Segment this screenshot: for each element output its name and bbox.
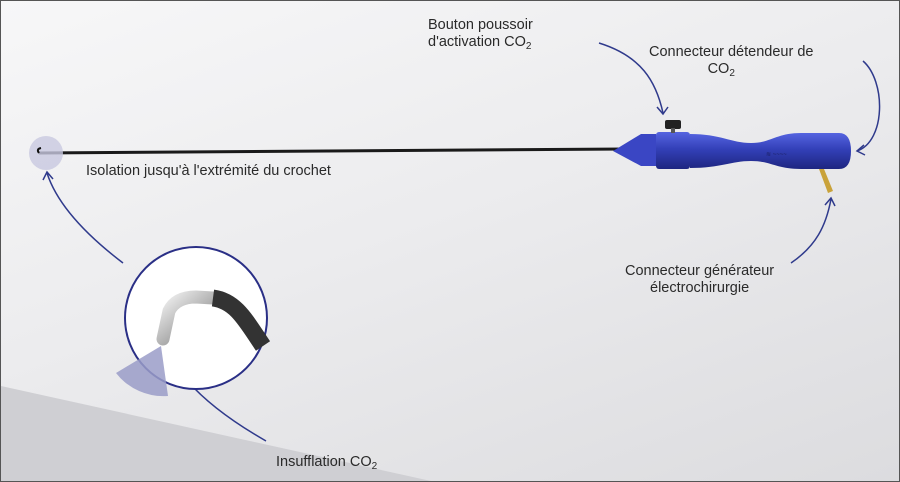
- subscript: 2: [371, 461, 378, 472]
- label-text: Insufflation CO: [276, 454, 372, 470]
- label-generator-connector: Connecteur générateur électrochirurgie: [625, 263, 774, 297]
- label-line: Connecteur détendeur de: [649, 44, 814, 60]
- magnified-tip-inset: [116, 246, 271, 397]
- label-line: Connecteur générateur: [625, 263, 775, 279]
- label-activation-button: Bouton poussoir d'activation CO2: [428, 17, 533, 52]
- instrument-handle: ≋ ~~~~: [613, 120, 851, 193]
- label-regulator-connector: Connecteur détendeur de CO2: [649, 44, 814, 79]
- subscript: 2: [525, 41, 532, 52]
- label-text: d'activation CO: [428, 34, 526, 50]
- instrument-shaft: [38, 147, 627, 155]
- tip-highlight: [29, 136, 63, 170]
- svg-text:≋ ~~~~: ≋ ~~~~: [766, 152, 787, 158]
- subscript: 2: [729, 68, 735, 79]
- label-insufflation: Insufflation CO2: [276, 454, 378, 472]
- label-isolation: Isolation jusqu'à l'extrémité du crochet: [86, 163, 331, 179]
- hook-tip: [36, 147, 42, 154]
- label-line: d'activation CO2: [428, 34, 533, 52]
- label-line: CO2: [649, 61, 813, 79]
- generator-connector: [819, 169, 833, 193]
- activation-button: [665, 120, 681, 129]
- label-line: électrochirurgie: [650, 280, 750, 296]
- label-text: CO: [707, 61, 730, 77]
- label-line: Bouton poussoir: [428, 17, 533, 33]
- floor-shade: [1, 386, 431, 481]
- co2-spray-cone: [116, 346, 168, 397]
